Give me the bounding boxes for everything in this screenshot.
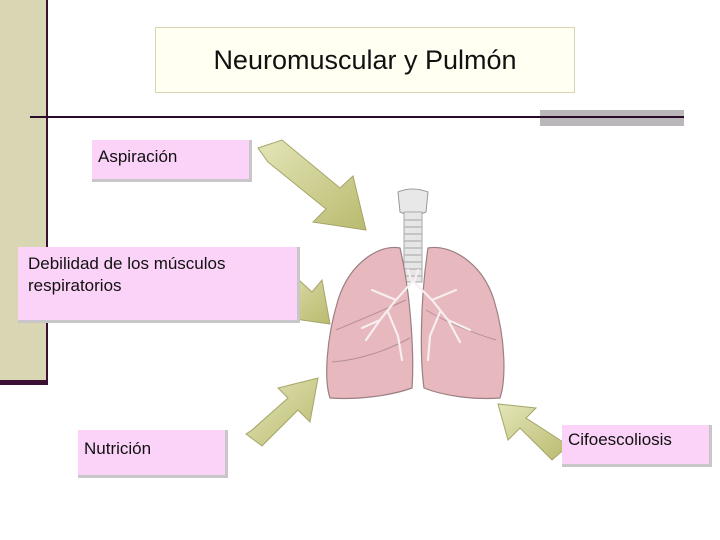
arrow-icon: [245, 377, 319, 447]
label-aspiracion: Aspiración: [92, 140, 252, 182]
label-nutricion: Nutrición: [78, 430, 228, 478]
trachea-illustration: [397, 188, 429, 283]
label-debilidad-musculos: Debilidad de los músculos respiratorios: [18, 247, 300, 323]
arrow-icon: [257, 139, 367, 231]
title-rule-accent: [540, 110, 684, 126]
arrow-icon: [497, 403, 569, 461]
title-rule-accent-line: [540, 116, 684, 118]
side-bar-rim: [46, 0, 48, 382]
title-rule: [30, 116, 570, 118]
label-cifoescoliosis: Cifoescoliosis: [562, 425, 712, 467]
side-bar-edge: [0, 380, 48, 385]
slide-title: Neuromuscular y Pulmón: [155, 27, 575, 93]
lungs-illustration: [326, 246, 505, 400]
